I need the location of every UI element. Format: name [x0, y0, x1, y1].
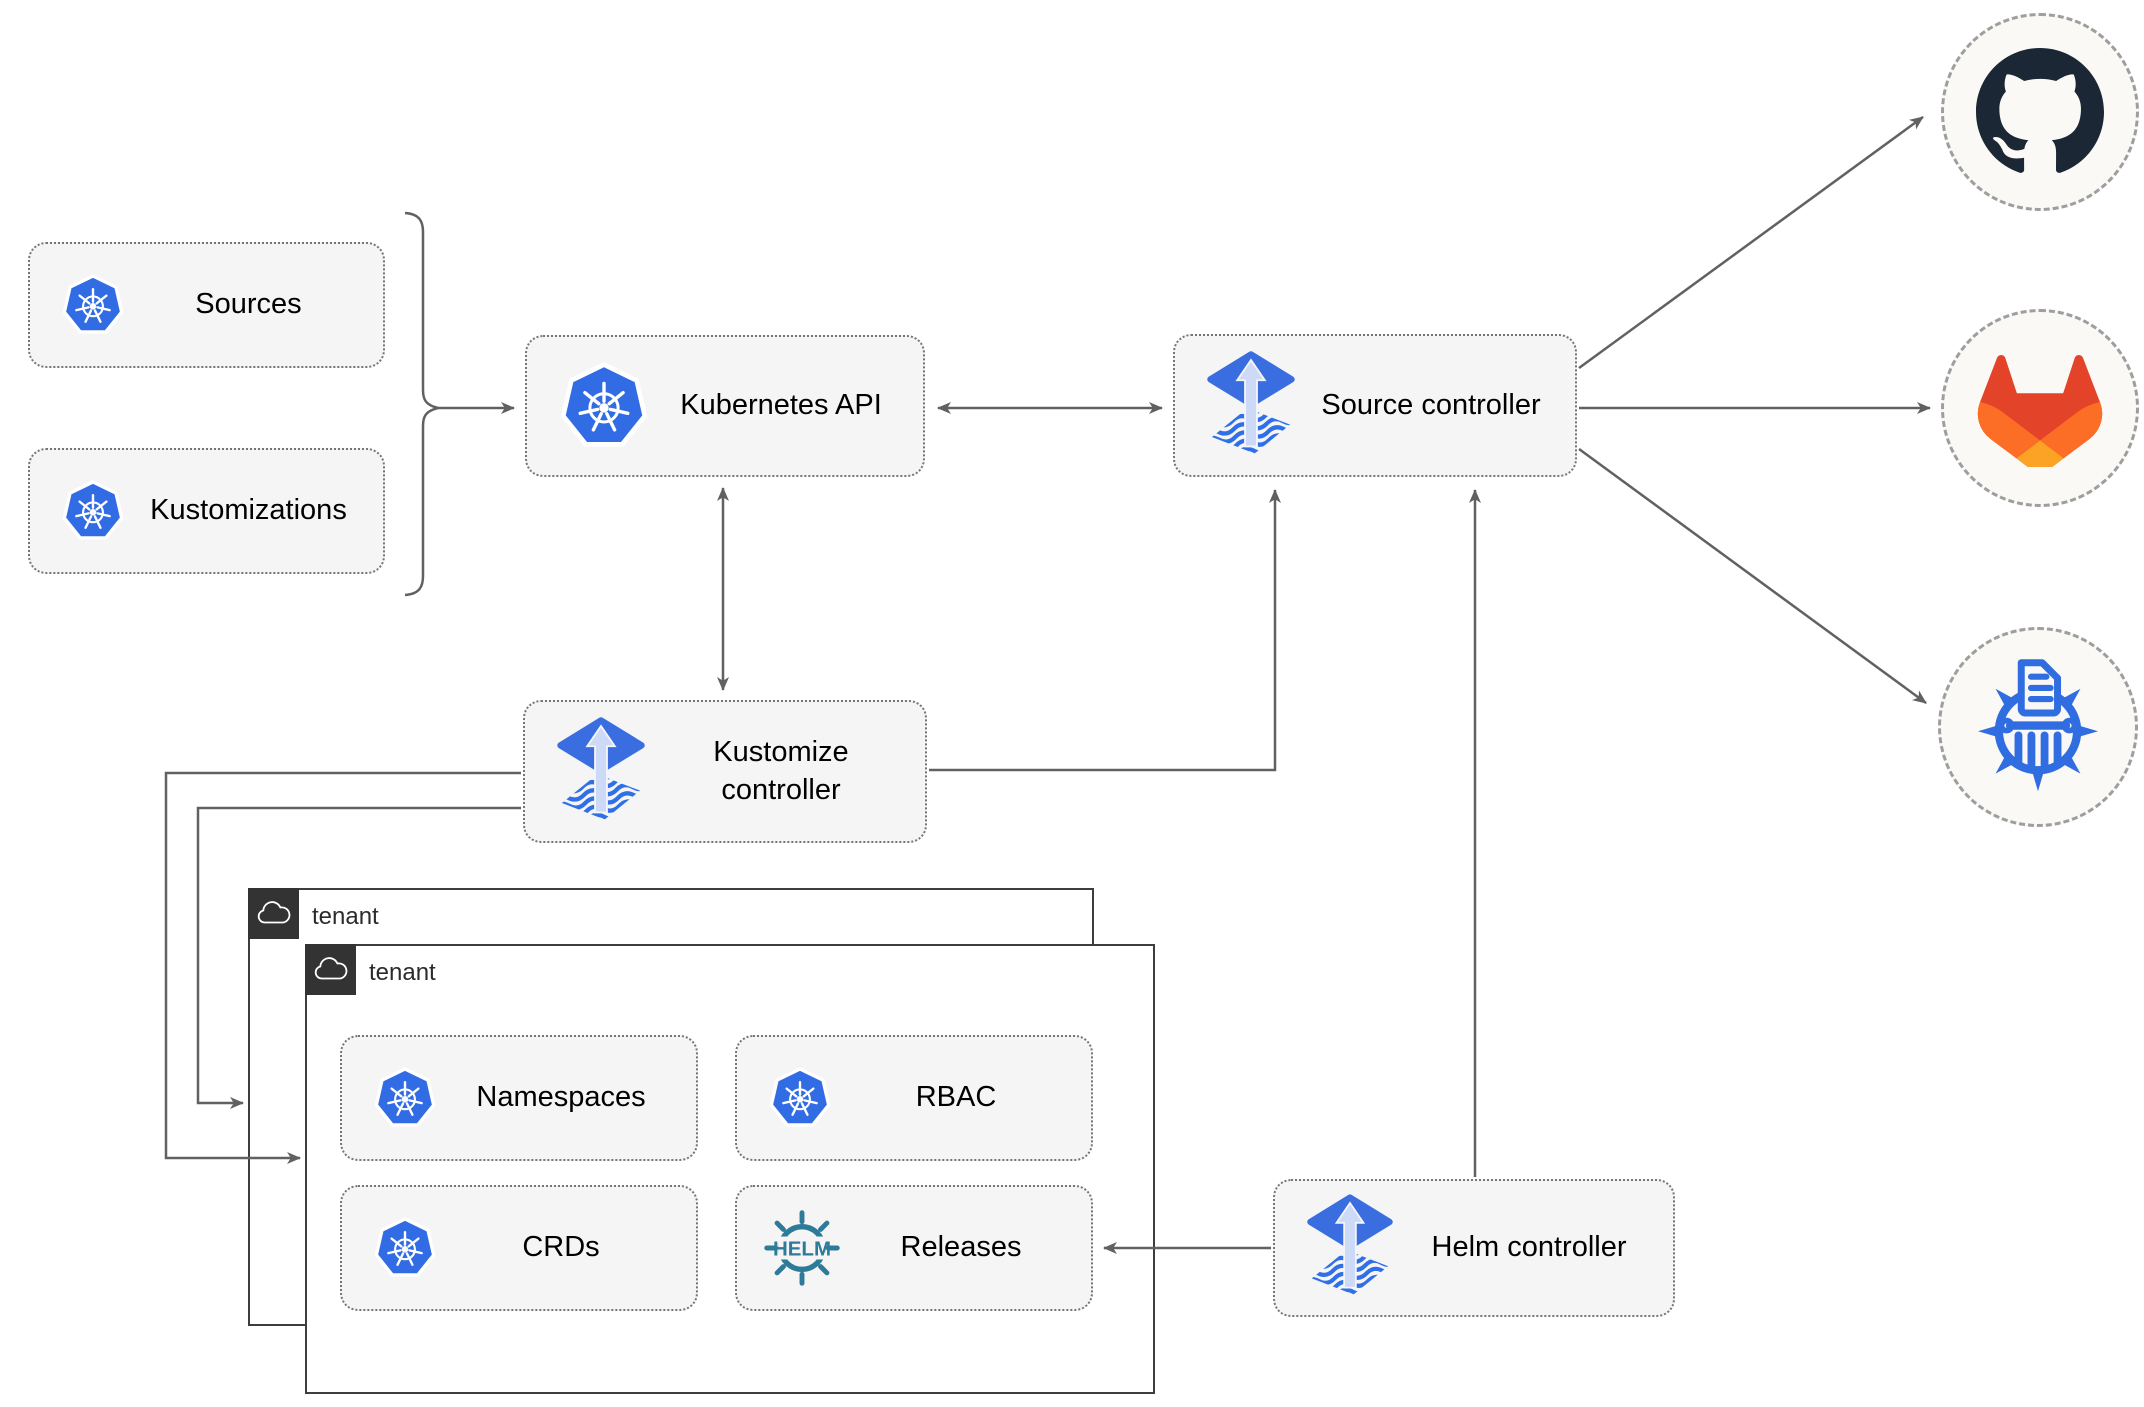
kubernetes-icon: [60, 272, 126, 338]
tenant-container-inner: tenant: [305, 944, 1155, 1394]
source-controller-node: Source controller: [1173, 334, 1577, 477]
flux-icon: [1205, 350, 1297, 462]
node-label: Namespaces: [476, 1081, 646, 1114]
kustomize-controller-node: Kustomize controller: [523, 700, 927, 843]
node-label: RBAC: [915, 1081, 997, 1114]
node-label: Releases: [900, 1231, 1022, 1264]
rbac-node: RBAC: [735, 1035, 1093, 1161]
svg-text:HELM: HELM: [773, 1237, 831, 1260]
flux-icon: [1305, 1193, 1395, 1303]
kubernetes-icon: [557, 359, 651, 453]
edge-source-controller-to-helm-repository: [1578, 447, 1927, 705]
gitlab-endpoint: [1941, 309, 2139, 507]
cloud-icon: [256, 900, 292, 927]
flux-icon: [555, 716, 647, 828]
tenant-header: [248, 888, 299, 939]
node-label: Sources: [195, 288, 302, 321]
tenant-header: [305, 944, 356, 995]
kubernetes-icon: [60, 478, 126, 544]
cloud-icon: [313, 956, 349, 983]
kubernetes-icon: [372, 1215, 438, 1281]
helm-icon: HELM: [761, 1207, 843, 1289]
tenant-label: tenant: [369, 959, 436, 986]
brace: [404, 211, 439, 597]
kubernetes-icon: [767, 1065, 833, 1131]
chartmuseum-icon: [1968, 653, 2108, 801]
tenant-label: tenant: [312, 903, 379, 930]
kubernetes-icon: [372, 1065, 438, 1131]
node-label: Kustomizations: [150, 494, 347, 527]
github-icon: [1976, 48, 2104, 176]
releases-node: HELM Releases: [735, 1185, 1093, 1311]
edge-kustomize-controller-to-source-controller: [929, 489, 1281, 772]
sources-node: Sources: [28, 242, 385, 368]
kustomizations-node: Kustomizations: [28, 448, 385, 574]
node-label: Helm controller: [1431, 1231, 1627, 1264]
gitlab-icon: [1972, 350, 2108, 467]
node-label: Source controller: [1321, 388, 1541, 421]
kubernetes-api-node: Kubernetes API: [525, 335, 925, 477]
github-endpoint: [1941, 13, 2139, 211]
helm-controller-node: Helm controller: [1273, 1179, 1675, 1317]
edge-source-controller-to-github: [1578, 115, 1924, 370]
node-label: Kubernetes API: [680, 389, 882, 422]
crds-node: CRDs: [340, 1185, 698, 1311]
helm-repository-endpoint: [1938, 627, 2138, 827]
node-label: CRDs: [522, 1231, 600, 1264]
node-label: Kustomize controller: [713, 735, 849, 806]
namespaces-node: Namespaces: [340, 1035, 698, 1161]
